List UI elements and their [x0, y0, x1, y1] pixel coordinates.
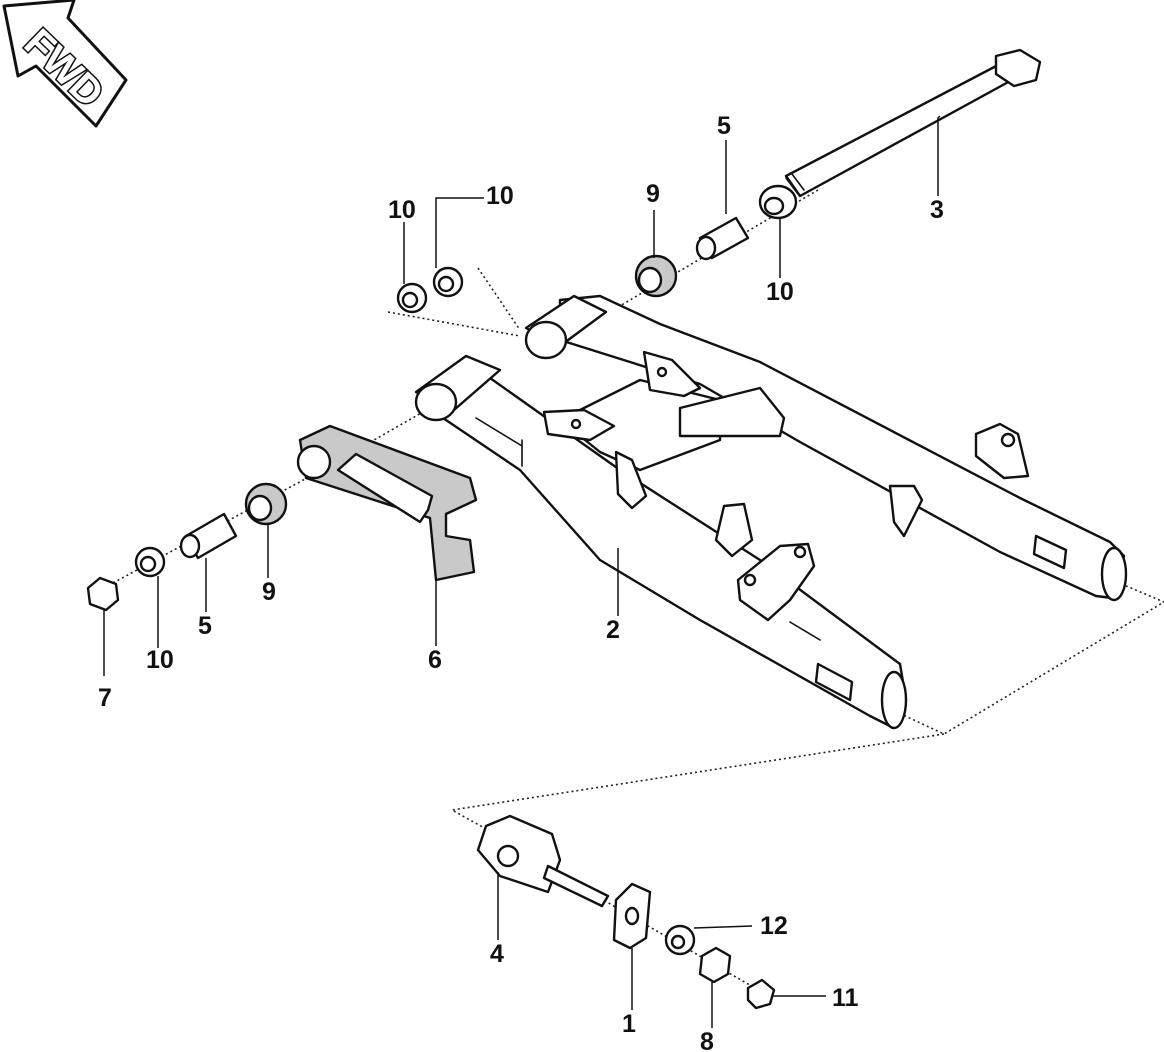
sleeve-left [179, 512, 238, 560]
callout-9-left: 9 [262, 578, 276, 606]
callout-10-left: 10 [146, 646, 174, 674]
pivot-nut [86, 576, 120, 612]
chain-slider [296, 424, 478, 582]
callout-8: 8 [700, 1028, 714, 1052]
adjuster-lock-nut [746, 978, 776, 1010]
sleeve-top [695, 216, 750, 261]
washer-right [758, 184, 798, 220]
callout-1: 1 [622, 1010, 636, 1038]
adjuster-nut [698, 946, 732, 984]
needle-bearing-top [634, 254, 678, 298]
pivot-bolt [784, 48, 1042, 198]
callout-11: 11 [832, 984, 859, 1012]
washer-left [134, 546, 166, 578]
callout-7: 7 [98, 684, 112, 712]
fwd-arrow-icon: FWD [2, 0, 128, 128]
callout-labels: 1 2 3 4 5 5 6 7 8 9 9 10 10 10 10 11 12 [98, 112, 944, 1052]
callout-6: 6 [428, 646, 442, 674]
callout-10-top-mid: 10 [486, 182, 514, 210]
leader-lines [103, 115, 941, 1028]
callout-10-right: 10 [766, 278, 794, 306]
callout-3: 3 [930, 196, 944, 224]
adjuster-washer [664, 924, 696, 956]
washer-top-left-a [396, 282, 428, 314]
swingarm [414, 294, 1128, 730]
needle-bearing-left [244, 482, 288, 526]
callout-10-top-left: 10 [388, 196, 416, 224]
callout-4: 4 [490, 940, 504, 968]
callout-5-top: 5 [717, 112, 731, 140]
callout-12: 12 [760, 912, 788, 940]
adjuster-plate [612, 882, 652, 950]
callout-2: 2 [606, 616, 620, 644]
washer-top-left-b [432, 266, 464, 298]
callout-9-top: 9 [646, 180, 660, 208]
callout-5-left: 5 [198, 612, 212, 640]
